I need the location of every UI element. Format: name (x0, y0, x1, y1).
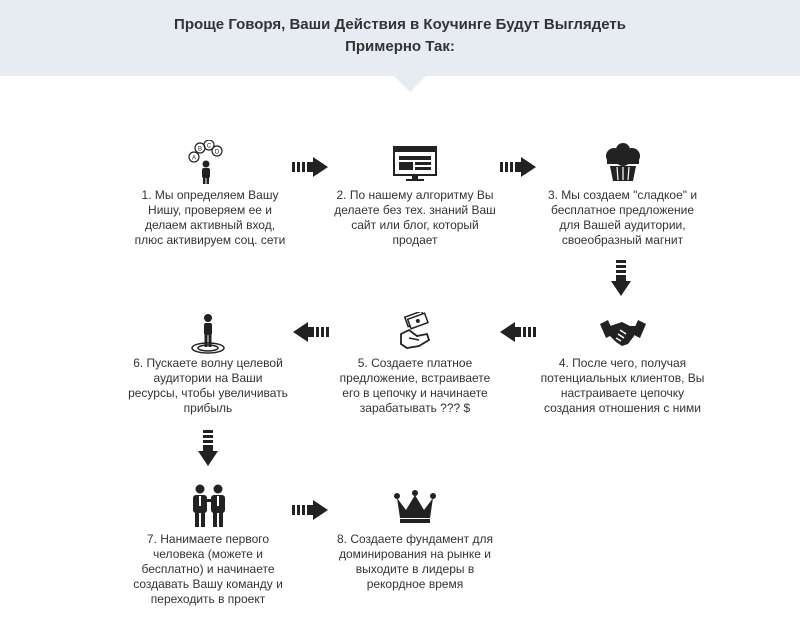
step-3-text: 3. Мы создаем "сладкое" и бесплатное пре… (547, 188, 698, 247)
website-monitor-icon (393, 146, 437, 182)
step-7-text: 7. Нанимаете первого человека (можете и … (133, 532, 283, 606)
step-5: 5. Создаете платное предложение, встраив… (330, 310, 500, 432)
arrow-left-icon (293, 322, 329, 342)
step-2: 2. По нашему алгоритму Вы делаете без те… (330, 140, 500, 260)
arrow-left-icon (500, 322, 536, 342)
hand-money-icon (397, 310, 433, 352)
person-ripples-icon (190, 312, 226, 354)
step-1: B C A D 1. Мы определяем Вашу Нишу, пров… (130, 139, 290, 260)
arrow-down-icon (198, 430, 218, 466)
handshake-icon (600, 316, 646, 350)
svg-text:D: D (215, 150, 220, 156)
person-abcd-icon: B C A D (186, 139, 234, 184)
arrow-right-icon (292, 157, 328, 177)
arrow-down-icon (611, 260, 631, 296)
banner-pointer (394, 76, 426, 92)
crown-icon (394, 490, 436, 524)
step-1-text: 1. Мы определяем Вашу Нишу, проверяем ее… (134, 188, 286, 247)
step-7: 7. Нанимаете первого человека (можете и … (133, 484, 283, 614)
header-banner: Проще Говоря, Ваши Действия в Коучинге Б… (0, 0, 800, 76)
arrow-right-icon (292, 500, 328, 520)
svg-text:B: B (198, 147, 202, 153)
step-4: 4. После чего, получая потенциальных кли… (535, 312, 710, 432)
two-people-icon (189, 484, 229, 528)
svg-text:C: C (207, 144, 212, 150)
step-8: 8. Создаете фундамент для доминирования … (330, 484, 500, 604)
title-line-2: Примерно Так: (345, 38, 455, 55)
svg-text:A: A (192, 156, 196, 162)
title-line-1: Проще Говоря, Ваши Действия в Коучинге Б… (174, 16, 626, 33)
step-6: 6. Пускаете волну целевой аудитории на В… (128, 312, 288, 432)
cupcake-icon (604, 142, 642, 182)
step-2-text: 2. По нашему алгоритму Вы делаете без те… (334, 188, 496, 247)
step-4-text: 4. После чего, получая потенциальных кли… (540, 356, 705, 415)
step-5-text: 5. Создаете платное предложение, встраив… (339, 356, 491, 415)
step-8-text: 8. Создаете фундамент для доминирования … (336, 532, 494, 591)
step-6-text: 6. Пускаете волну целевой аудитории на В… (128, 356, 288, 415)
page-title: Проще Говоря, Ваши Действия в Коучинге Б… (0, 14, 800, 58)
step-3: 3. Мы создаем "сладкое" и бесплатное пре… (540, 140, 705, 260)
arrow-right-icon (500, 157, 536, 177)
